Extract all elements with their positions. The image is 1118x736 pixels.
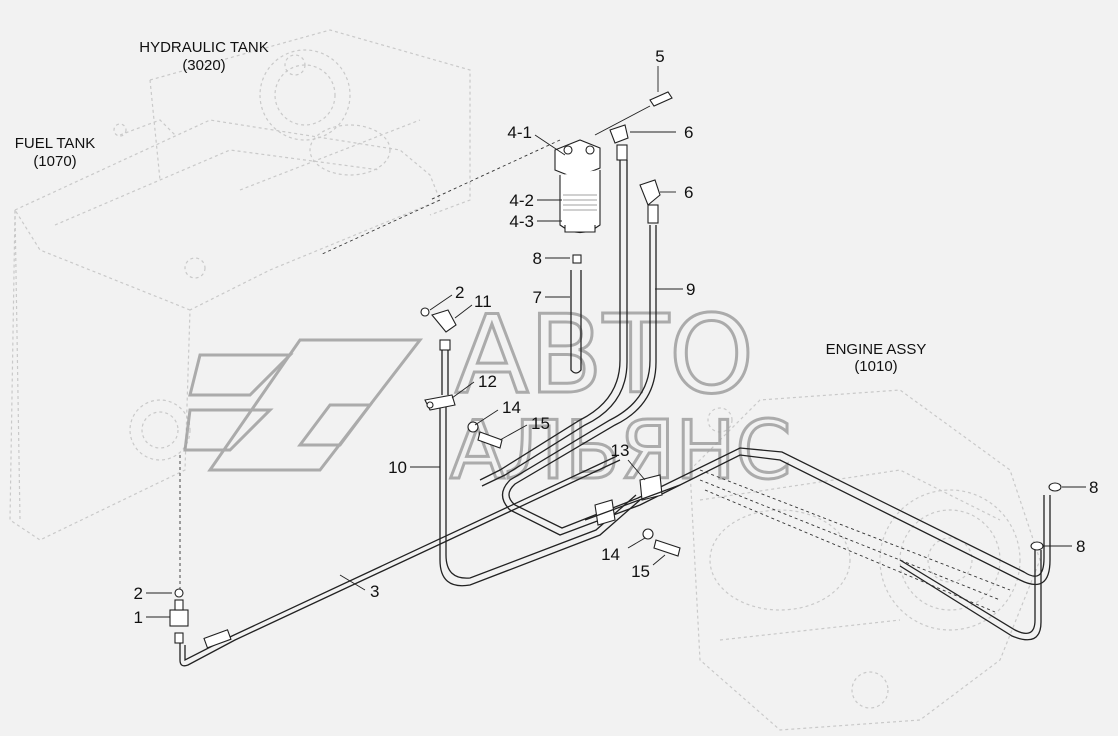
callout-4-1: 4-1 (507, 123, 532, 142)
watermark-logo: АВТО АЛЬЯНС (183, 292, 793, 499)
pipe-10 (439, 405, 641, 587)
hydraulic-tank-code: (3020) (182, 57, 225, 74)
fuel-tank-code: (1070) (33, 153, 76, 170)
callout-8-engine-lower: 8 (1076, 537, 1085, 556)
callout-12: 12 (478, 372, 497, 391)
fitting-6-top (609, 124, 629, 161)
fitting-6-elbow (639, 179, 661, 224)
engine-assy-name: ENGINE ASSY (826, 341, 927, 358)
callout-11: 11 (474, 292, 492, 311)
center-lines (179, 139, 561, 590)
fuel-tank-name: FUEL TANK (15, 135, 96, 152)
callout-3: 3 (370, 582, 379, 601)
callout-7: 7 (533, 288, 542, 307)
callout-6-top: 6 (684, 123, 693, 142)
fuel-tank-outline (9, 119, 441, 541)
callout-8-filter: 8 (533, 249, 542, 268)
callout-1: 1 (134, 608, 143, 627)
callout-6-elbow: 6 (684, 183, 693, 202)
hydraulic-tank-outline (149, 29, 471, 216)
callout-15-lower: 15 (631, 562, 650, 581)
callout-4-2: 4-2 (509, 191, 534, 210)
callout-5: 5 (655, 47, 664, 66)
engine-assy-code: (1010) (854, 358, 897, 375)
callout-15-upper: 15 (531, 414, 550, 433)
callout-4-3: 4-3 (509, 212, 534, 231)
clamp-13 (584, 474, 681, 526)
engine-assy-outline (689, 389, 1041, 731)
hydraulic-tank-name: HYDRAULIC TANK (139, 39, 268, 56)
callout-numbers: 5 6 6 4-1 4-2 4-3 8 7 9 2 11 12 14 15 10… (134, 47, 1099, 627)
callout-9: 9 (686, 280, 695, 299)
fitting-1 (169, 588, 232, 649)
bolt-5 (594, 91, 673, 136)
callout-2-lower: 2 (134, 584, 143, 603)
callout-8-engine-upper: 8 (1089, 478, 1098, 497)
bolt-15-lower (642, 528, 681, 557)
pipe-3 (179, 459, 621, 667)
seal-8-engine (1030, 482, 1062, 551)
watermark-line1: АВТО (455, 293, 754, 418)
callout-2-upper: 2 (455, 283, 464, 302)
fuel-hoses (179, 160, 1051, 667)
elbow-11 (420, 307, 457, 395)
callout-leaders (146, 66, 1086, 618)
pipe-7 (570, 270, 582, 374)
callout-10: 10 (388, 458, 407, 477)
fuel-filter-assy (554, 139, 601, 264)
callout-14-lower: 14 (601, 545, 620, 564)
callout-13: 13 (611, 441, 630, 460)
clamp-12 (424, 394, 456, 411)
callout-14-upper: 14 (502, 398, 521, 417)
